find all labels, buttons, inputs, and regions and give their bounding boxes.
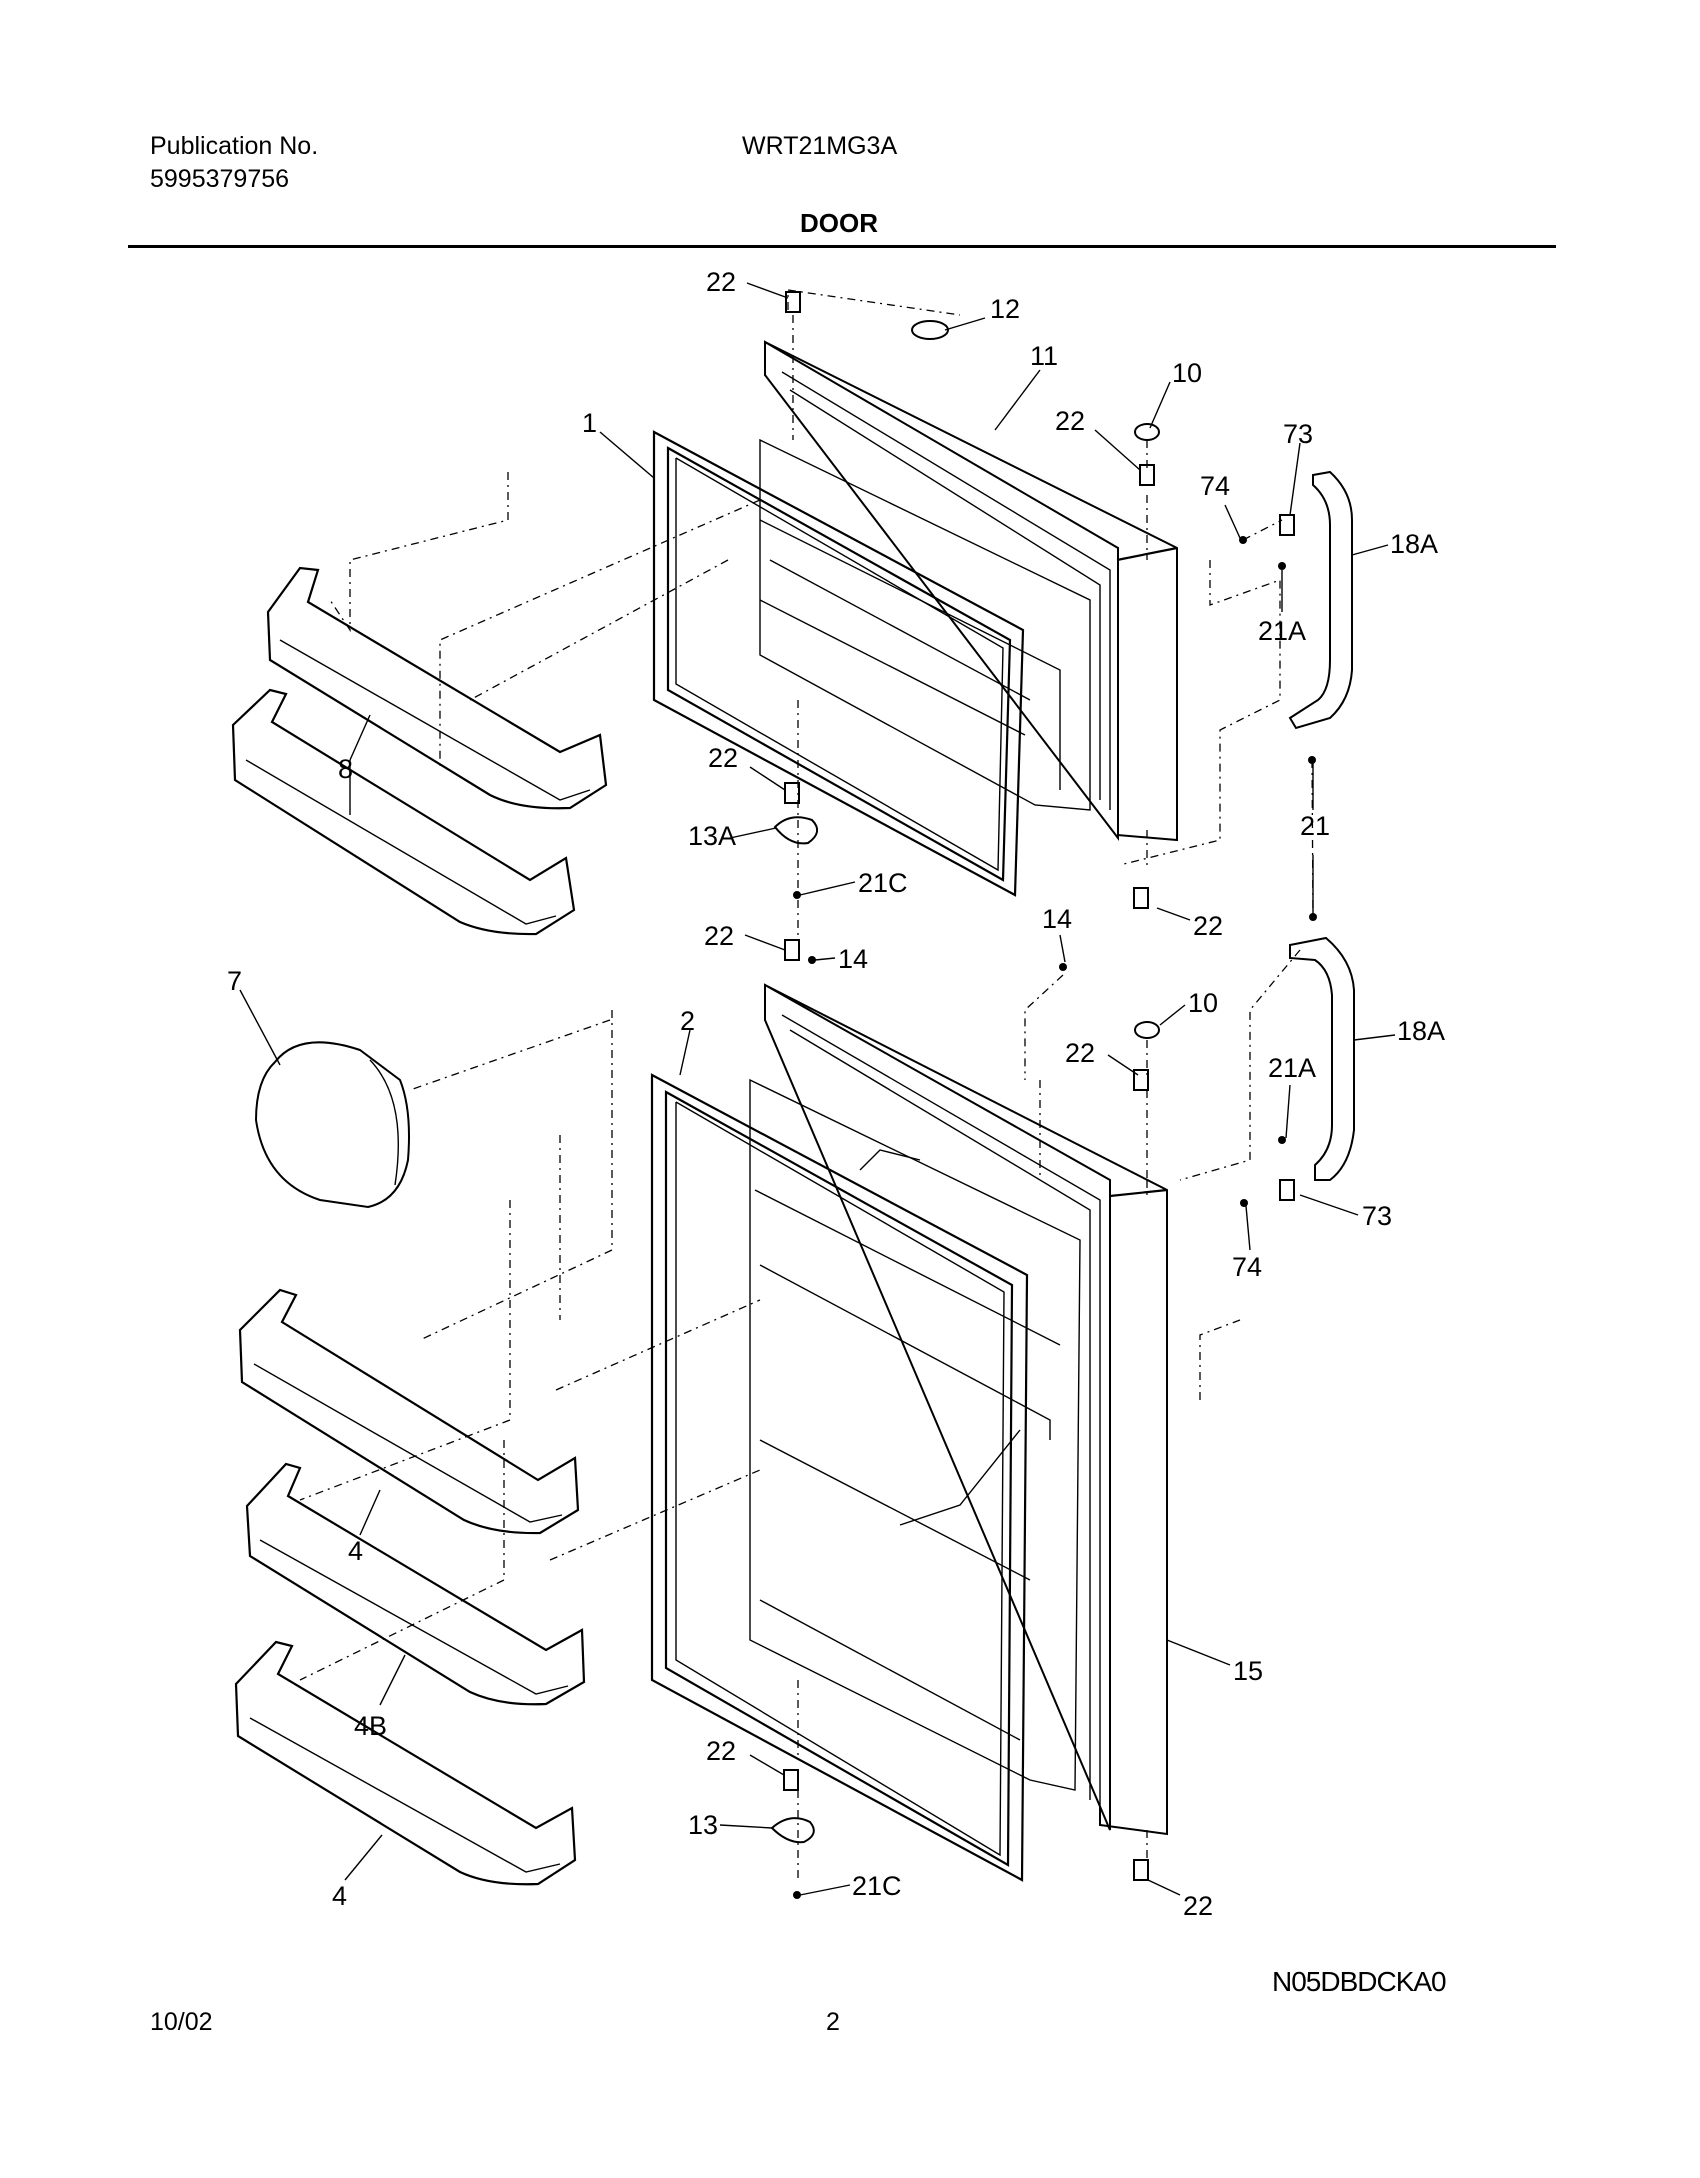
callout-15: 15: [1233, 1656, 1263, 1686]
callout-4: 4: [348, 1536, 363, 1566]
callout-21A: 21A: [1258, 616, 1306, 646]
freezer-door-outer-panel: [759, 340, 1178, 842]
publication-date: 10/02: [150, 2008, 213, 2036]
fresh-food-door-gasket: [650, 1073, 1029, 1882]
callout-22: 22: [1055, 406, 1085, 436]
callout-22: 22: [1183, 1891, 1213, 1921]
callout-14: 14: [838, 944, 868, 974]
callout-22: 22: [1193, 911, 1223, 941]
section-title: DOOR: [800, 208, 878, 238]
callout-11: 11: [1030, 341, 1058, 371]
callout-14: 14: [1042, 904, 1072, 934]
freezer-handle: [1288, 470, 1353, 730]
callout-10: 10: [1172, 358, 1202, 388]
callout-8: 8: [338, 754, 353, 784]
assembly-lines: [299, 289, 1314, 1880]
callout-18A: 18A: [1390, 529, 1438, 559]
callout-21C: 21C: [852, 1871, 902, 1901]
callout-21C: 21C: [858, 868, 908, 898]
callout-4B: 4B: [354, 1711, 387, 1741]
callout-18A: 18A: [1397, 1016, 1445, 1046]
page-number: 2: [826, 2008, 840, 2036]
callout-21: 21: [1300, 811, 1330, 841]
publication-number: 5995379756: [150, 165, 290, 193]
freezer-shelf-bar-lower: [231, 688, 576, 936]
freezer-shelf-bar-upper: [266, 566, 608, 810]
header-rule: [128, 245, 1556, 248]
freezer-door-gasket: [652, 430, 1025, 897]
callout-2: 2: [680, 1006, 695, 1036]
fresh-food-door-outer-panel: [749, 983, 1168, 1836]
callout-74: 74: [1200, 471, 1230, 501]
door-shelf-bar-4-upper: [238, 1288, 580, 1535]
model-number: WRT21MG3A: [742, 132, 898, 160]
callout-7: 7: [227, 966, 242, 996]
callout-10: 10: [1188, 988, 1218, 1018]
callout-labels: 22 12 11 10 22 1 73 74 18A 21A 8 22 21 1…: [227, 267, 1445, 1921]
fresh-food-handle: [1289, 936, 1355, 1181]
callout-22: 22: [704, 921, 734, 951]
publication-label: Publication No.: [150, 132, 319, 160]
callout-74: 74: [1232, 1252, 1262, 1282]
callout-1: 1: [582, 408, 597, 438]
callout-13A: 13A: [688, 821, 736, 851]
callout-12: 12: [990, 294, 1020, 324]
door-shelf-bar-4B: [245, 1462, 586, 1706]
callout-21A: 21A: [1268, 1053, 1316, 1083]
callout-4: 4: [332, 1881, 347, 1911]
callout-73: 73: [1283, 419, 1313, 449]
diagram-code: N05DBDCKA0: [1272, 1966, 1447, 1997]
callout-13: 13: [688, 1810, 718, 1840]
callout-73: 73: [1362, 1201, 1392, 1231]
door-shelf-bar-4-lower: [234, 1640, 577, 1886]
callout-22: 22: [706, 267, 736, 297]
callout-22: 22: [708, 743, 738, 773]
callout-22: 22: [706, 1736, 736, 1766]
dairy-door-cover: [254, 1041, 410, 1209]
callout-22: 22: [1065, 1038, 1095, 1068]
leader-lines: [239, 282, 1396, 1896]
